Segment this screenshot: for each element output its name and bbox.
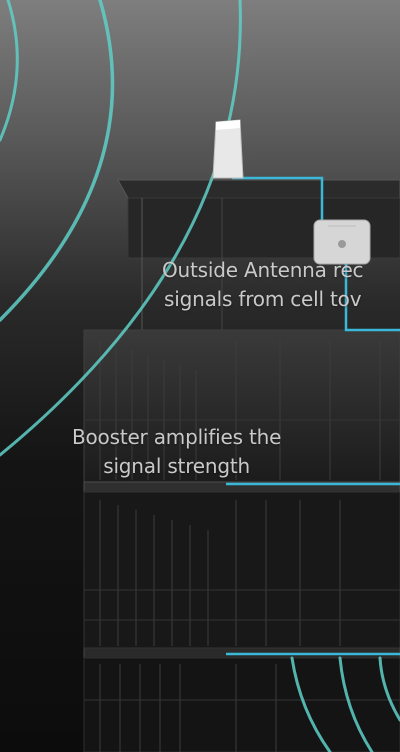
antenna-caption-line-1: Outside Antenna rec (162, 258, 364, 282)
booster-unit-icon (313, 219, 371, 265)
antenna-caption: Outside Antenna rec signals from cell to… (162, 256, 364, 314)
booster-caption-line-2: signal strength (103, 454, 250, 478)
booster-caption: Booster amplifies the signal strength (72, 423, 281, 481)
outside-antenna-icon (212, 119, 244, 179)
antenna-caption-line-2: signals from cell tov (164, 287, 362, 311)
cable-path (226, 176, 400, 656)
booster-caption-line-1: Booster amplifies the (72, 425, 282, 449)
